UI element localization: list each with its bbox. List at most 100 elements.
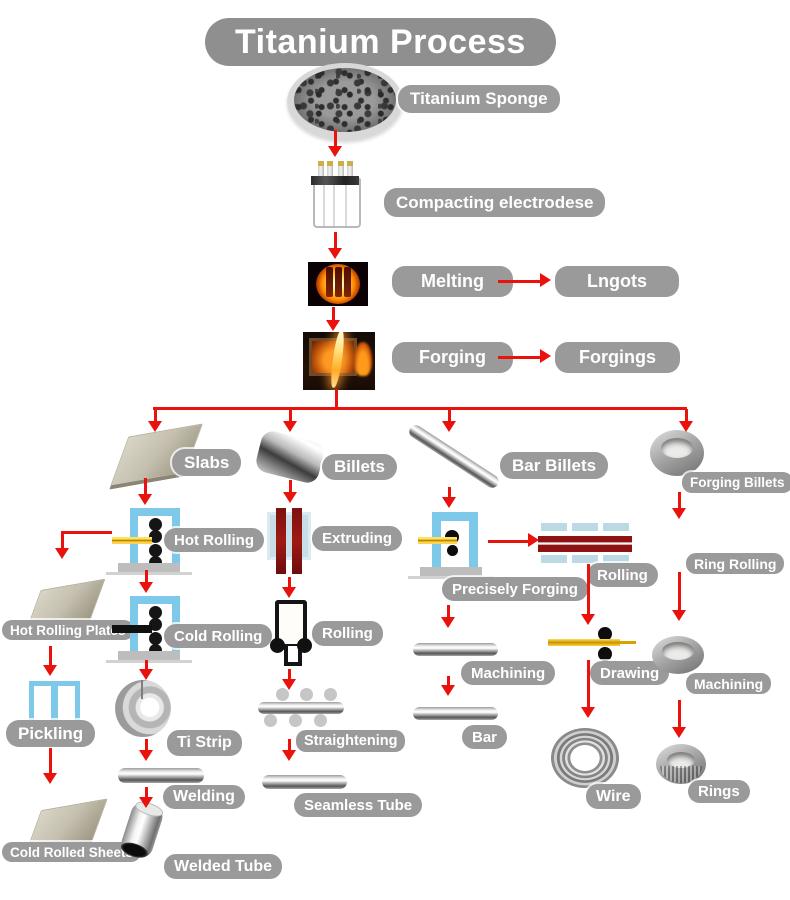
electrode-rod xyxy=(327,161,333,180)
label-melting: Melting xyxy=(392,266,513,297)
hot-strip-feed xyxy=(112,537,152,544)
arrow-line xyxy=(144,787,148,797)
mill-base xyxy=(118,651,180,660)
furnace-electrode xyxy=(326,267,333,297)
ring-hole xyxy=(662,642,694,661)
sponge-granules xyxy=(294,68,396,132)
rolling-mill-stands-icon xyxy=(538,523,632,563)
label-forgings: Forgings xyxy=(555,342,680,373)
label-precisely-forging: Precisely Forging xyxy=(442,577,588,601)
bar-billet-icon xyxy=(406,422,502,491)
ti-strip-coil-icon xyxy=(115,680,171,737)
arrow-line xyxy=(287,669,291,679)
machined-ring-icon xyxy=(652,636,704,674)
mill-base xyxy=(106,572,192,575)
welded-tube-icon xyxy=(119,799,165,861)
electrode-rod xyxy=(318,161,324,180)
forging-furnace-image xyxy=(303,332,375,390)
rings-icon xyxy=(656,744,706,784)
label-forging-billets: Forging Billets xyxy=(682,472,790,493)
arrow-head xyxy=(283,492,297,503)
electrode-body xyxy=(313,178,361,228)
furnace-electrode xyxy=(335,267,342,297)
label-rolling-billets: Rolling xyxy=(312,621,383,646)
roller xyxy=(324,688,337,701)
arrow-line xyxy=(153,409,157,421)
billet-icon xyxy=(253,428,327,486)
electrode-band xyxy=(311,176,359,185)
arrow-line xyxy=(287,739,291,750)
arrow-line xyxy=(143,478,147,494)
branch-line xyxy=(153,406,687,410)
titanium-sponge-image xyxy=(287,63,403,141)
label-slabs: Slabs xyxy=(172,449,242,476)
arrow-line xyxy=(333,130,337,146)
label-machining-bar: Machining xyxy=(461,661,556,685)
arrow-line xyxy=(334,389,338,409)
die-bar xyxy=(276,508,286,574)
arrow-head xyxy=(581,707,595,718)
arrow-head xyxy=(540,349,551,363)
arrow-head xyxy=(139,669,153,680)
red-pipe xyxy=(600,536,632,552)
arrow-head xyxy=(672,610,686,621)
roller xyxy=(148,518,162,531)
arrow-head xyxy=(139,750,153,761)
tool-roller xyxy=(270,638,285,653)
arrow-head xyxy=(672,727,686,738)
label-welded-tube: Welded Tube xyxy=(164,854,283,879)
arrow-line xyxy=(333,232,337,248)
arrow-head xyxy=(43,665,57,676)
roller xyxy=(148,606,162,619)
arrow-line xyxy=(60,531,64,548)
label-straightening: Straightening xyxy=(296,730,406,752)
arrow-head xyxy=(55,548,69,559)
arrow-head xyxy=(328,248,342,259)
arrow-head xyxy=(441,685,455,696)
arrow-head xyxy=(441,617,455,628)
die-body xyxy=(267,512,311,560)
rolling-tool-icon xyxy=(270,600,312,666)
arrow-line xyxy=(498,279,540,283)
label-titanium-sponge: Titanium Sponge xyxy=(398,85,560,113)
roller xyxy=(148,632,162,645)
red-pipe xyxy=(569,536,601,552)
roller xyxy=(300,688,313,701)
arrow-line xyxy=(61,530,112,534)
arrow-head xyxy=(282,679,296,690)
arrow-head xyxy=(672,508,686,519)
arrow-head xyxy=(442,497,456,508)
arrow-head xyxy=(282,750,296,761)
welding-tube-icon xyxy=(118,768,204,783)
pickling-tank xyxy=(29,681,56,725)
tool-roller xyxy=(297,638,312,653)
arrow-line xyxy=(446,605,450,617)
electrode-rod xyxy=(338,161,344,180)
cold-strip-feed xyxy=(112,625,152,633)
arrow-head xyxy=(138,494,152,505)
label-machining-rings: Machining xyxy=(686,673,772,694)
label-ti-strip: Ti Strip xyxy=(167,730,242,756)
arrow-head xyxy=(528,533,539,547)
drawn-wire-tail xyxy=(620,641,636,644)
arrow-line xyxy=(446,676,450,685)
arrow-line xyxy=(488,539,528,543)
page-title: Titanium Process xyxy=(205,18,556,66)
forging-billet-icon xyxy=(650,430,704,476)
arrow-line xyxy=(677,700,681,727)
arrow-line xyxy=(677,492,681,508)
arrow-line xyxy=(498,355,540,359)
bar-icon xyxy=(413,707,498,720)
arrow-line xyxy=(288,480,292,492)
arrow-line xyxy=(48,748,52,773)
arrow-line xyxy=(684,409,688,421)
label-wire: Wire xyxy=(586,784,641,809)
roller xyxy=(289,714,302,727)
label-rings: Rings xyxy=(688,780,750,803)
arrow-head xyxy=(139,582,153,593)
label-cold-rolled-sheets: Cold Rolled Sheets xyxy=(2,842,142,862)
roller xyxy=(314,714,327,727)
label-extruding: Extruding xyxy=(312,526,402,551)
arrow-head xyxy=(283,421,297,432)
